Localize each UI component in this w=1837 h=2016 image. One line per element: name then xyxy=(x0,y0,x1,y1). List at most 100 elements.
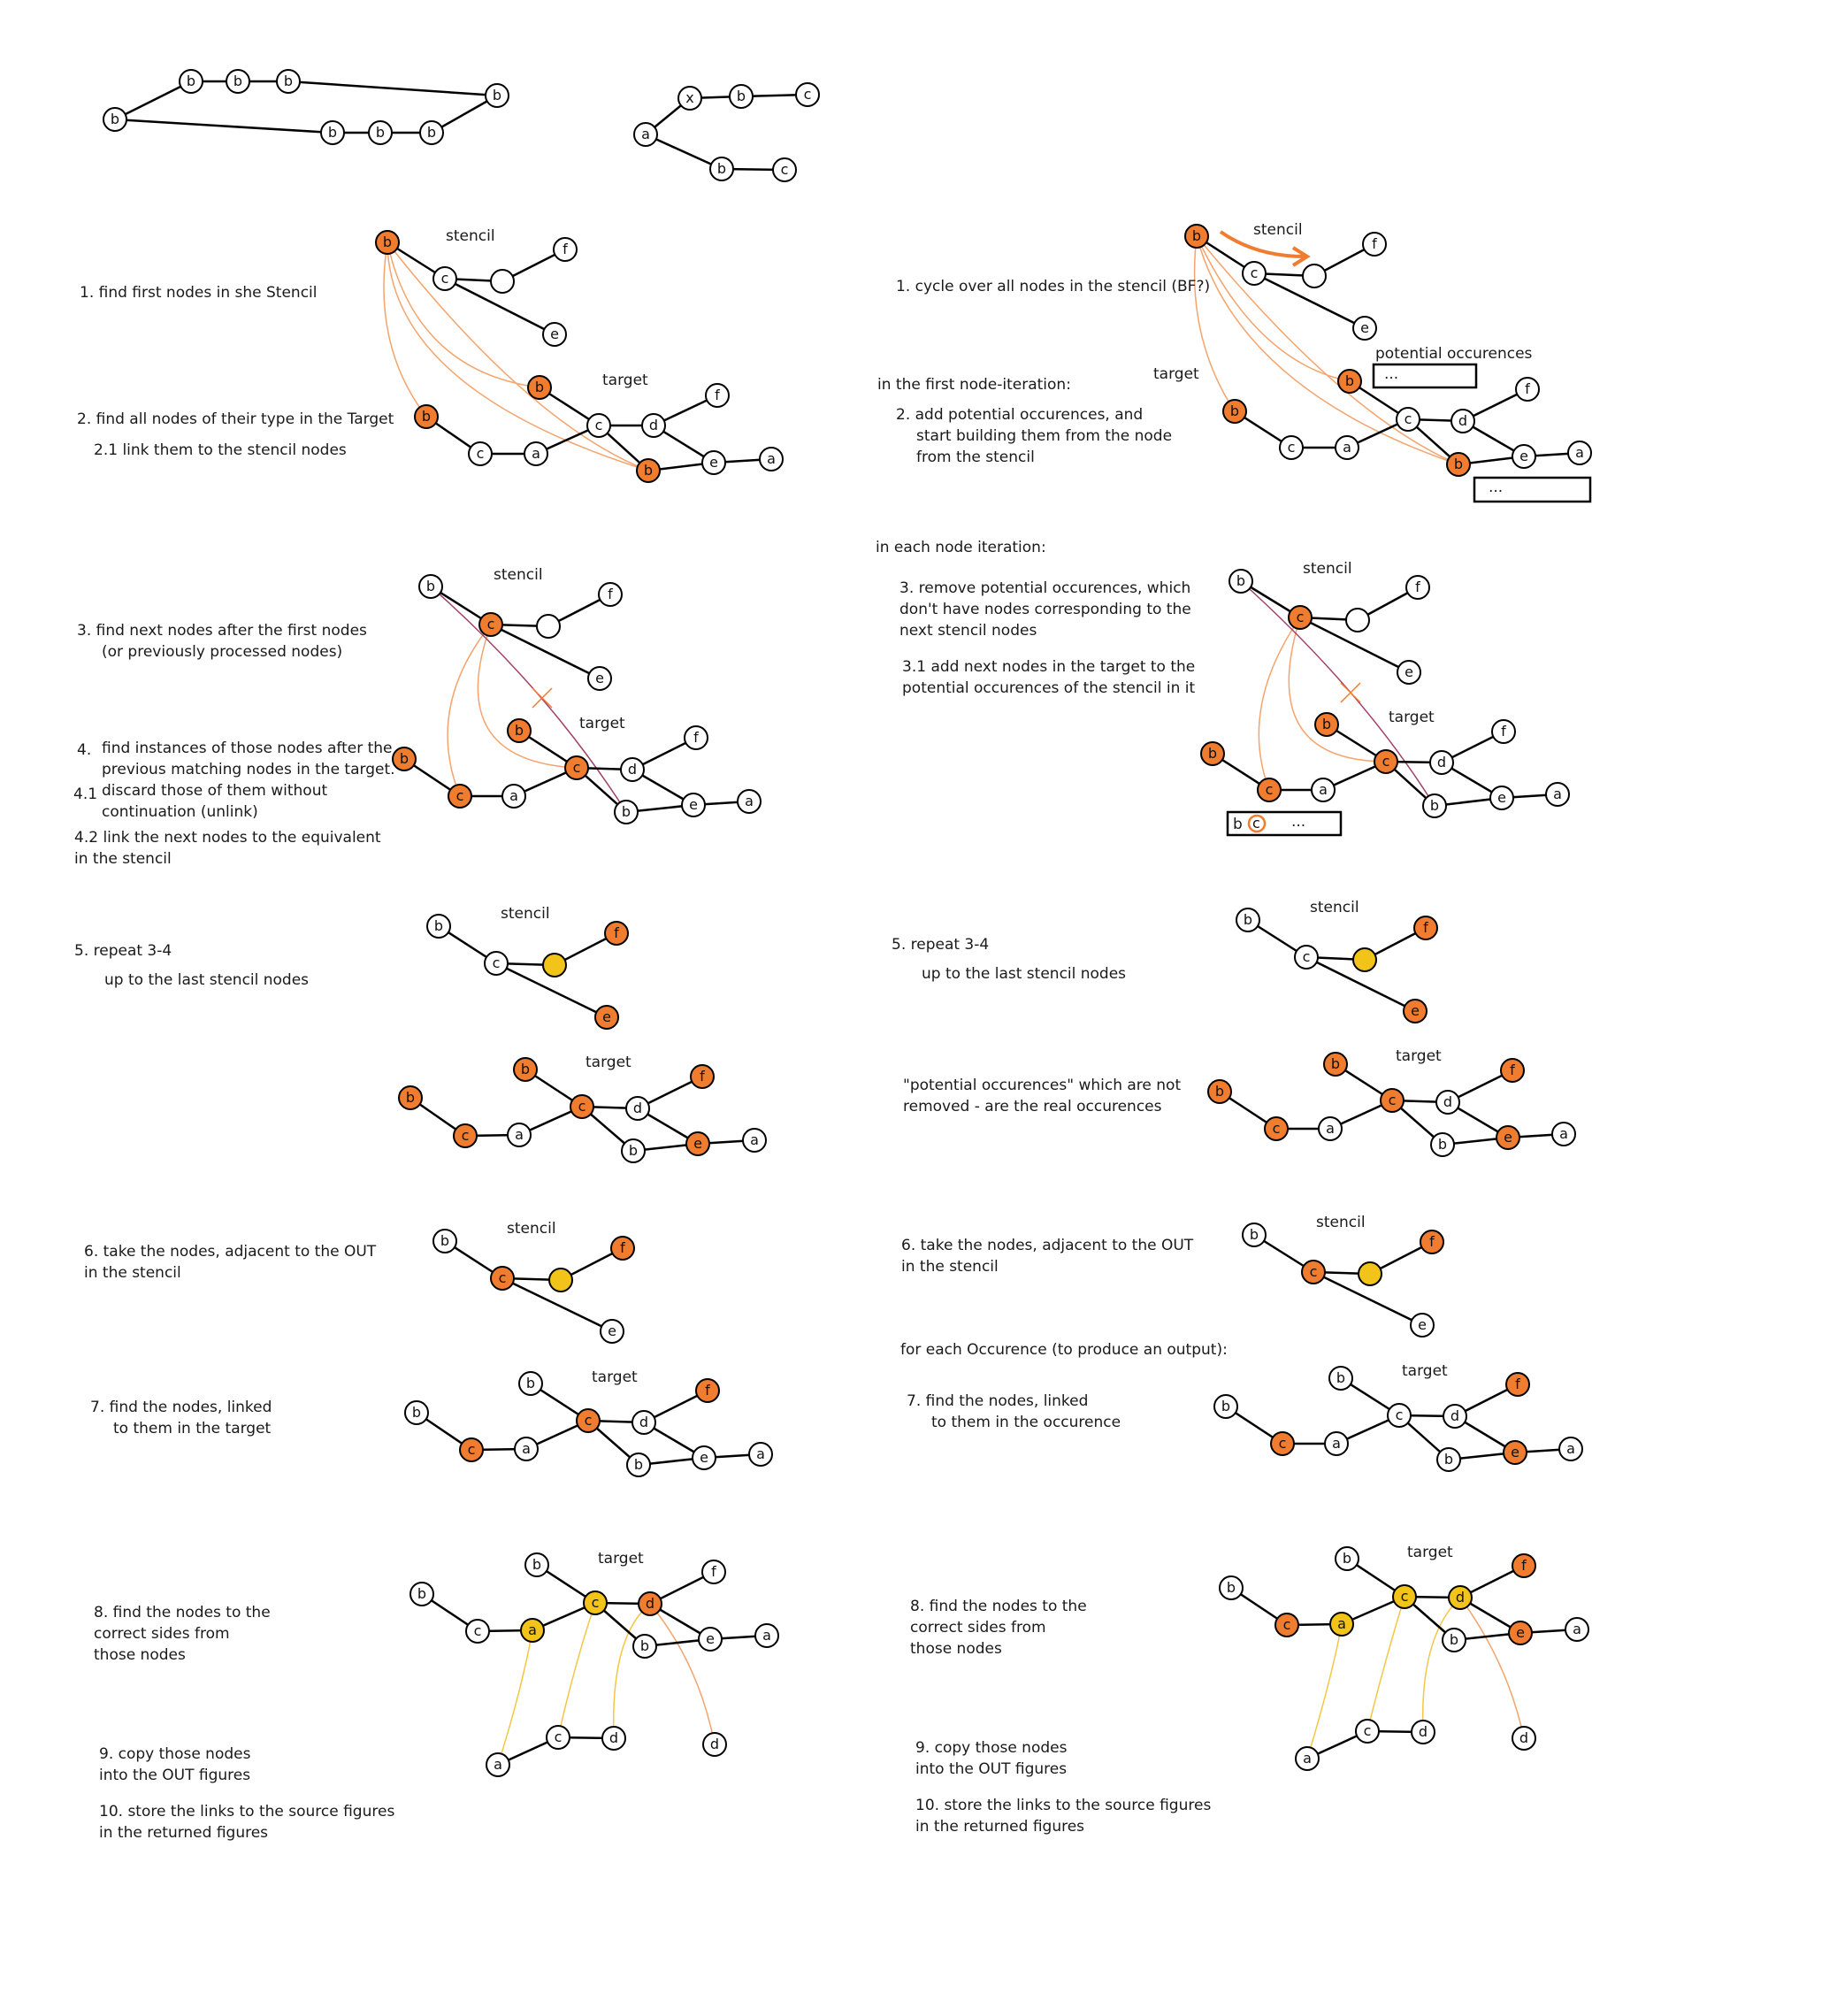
label-target: target xyxy=(1396,1047,1442,1065)
graph-node xyxy=(631,1410,656,1435)
graph-edge xyxy=(1253,272,1366,330)
graph-node-label: e xyxy=(602,1008,611,1025)
graph-node-label: b xyxy=(1244,911,1252,928)
graph-node-label: d xyxy=(710,1736,719,1752)
right-step-9: into the OUT figures xyxy=(915,1760,1067,1778)
graph-node xyxy=(418,574,443,599)
graph-node xyxy=(695,1378,720,1403)
graph-node xyxy=(375,230,400,255)
graph-node-label: b xyxy=(406,1089,415,1106)
graph-node-label: a xyxy=(509,787,518,804)
graph-node-label: d xyxy=(1419,1723,1428,1740)
graph-node-label: c xyxy=(1405,410,1412,427)
label-target: target xyxy=(592,1368,638,1386)
graph-node-label: b xyxy=(376,124,385,141)
graph-node-label: d xyxy=(1437,754,1446,770)
graph-node xyxy=(524,1552,549,1577)
graph-node xyxy=(524,441,548,466)
graph-node-label: c xyxy=(595,417,603,433)
graph-node xyxy=(1545,782,1570,807)
graph-node-label: c xyxy=(474,1622,482,1639)
left-step-9: into the OUT figures xyxy=(99,1767,250,1784)
graph-node xyxy=(103,107,127,132)
graph-node xyxy=(1355,1719,1380,1744)
graph-node xyxy=(620,757,645,782)
graph-node xyxy=(1314,712,1339,737)
graph-node-label: b xyxy=(412,1404,421,1421)
graph-node-label: b xyxy=(1227,1579,1236,1596)
graph-node xyxy=(546,1725,570,1750)
graph-node xyxy=(759,447,784,471)
graph-node-label: c xyxy=(592,1594,600,1611)
graph-edge xyxy=(1313,1270,1423,1327)
graph-node-label: b xyxy=(383,234,392,250)
graph-node xyxy=(690,1064,715,1089)
graph-node xyxy=(527,375,552,400)
graph-node-label: c xyxy=(487,616,495,632)
graph-node xyxy=(1512,1726,1536,1751)
graph-node xyxy=(501,784,526,809)
graph-node-label: e xyxy=(1519,448,1528,464)
graph-node xyxy=(1396,407,1420,432)
graph-node xyxy=(1413,916,1438,940)
graph-node-label: c xyxy=(585,1412,593,1429)
label-stencil: stencil xyxy=(1253,221,1303,239)
graph-node-label: c xyxy=(1279,1435,1287,1452)
graph-node-label: f xyxy=(693,729,699,746)
right-step-3: next stencil nodes xyxy=(899,622,1037,640)
graph-node-label: a xyxy=(494,1756,502,1773)
graph-node xyxy=(1420,1230,1444,1254)
graph-node xyxy=(432,266,457,291)
graph-node xyxy=(702,1732,727,1757)
potential-occurence-box-3-c-letter: c xyxy=(1252,815,1260,832)
graph-node xyxy=(1512,444,1536,469)
link-curve xyxy=(430,586,627,813)
graph-node xyxy=(392,747,417,771)
graph-node-label: c xyxy=(499,1269,507,1286)
graph-node-label: a xyxy=(528,1621,537,1638)
graph-node-label: c xyxy=(1297,609,1305,625)
graph-node-label: b xyxy=(737,88,746,104)
right-real-occurences: "potential occurences" which are not xyxy=(903,1077,1181,1094)
graph-node-label: c xyxy=(493,954,501,971)
graph-node-label: f xyxy=(614,924,619,941)
graph-node-label: b xyxy=(426,578,435,594)
graph-node-label: f xyxy=(1501,723,1506,740)
graph-node xyxy=(468,441,493,466)
graph-node xyxy=(576,1408,601,1433)
right-step-2: 2. add potential occurences, and xyxy=(896,406,1143,424)
graph-node-label: f xyxy=(1415,579,1420,595)
graph-node-label: b xyxy=(1192,227,1201,244)
left-step-8: those nodes xyxy=(94,1646,186,1664)
graph-node xyxy=(610,1236,635,1261)
graph-node xyxy=(705,383,730,408)
graph-node xyxy=(1422,793,1447,818)
graph-node xyxy=(1335,435,1359,460)
graph-node-label: a xyxy=(1575,444,1584,461)
graph-node xyxy=(179,69,203,94)
left-step-2-1: 2.1 link them to the stencil nodes xyxy=(94,441,347,459)
right-each-iteration: in each node iteration: xyxy=(876,539,1046,556)
graph-node xyxy=(320,120,345,145)
graph-node xyxy=(1512,1553,1536,1578)
graph-node-label: f xyxy=(563,241,568,257)
left-step-4-1-number: 4.1 xyxy=(73,786,97,803)
right-step-1: 1. cycle over all nodes in the stencil (… xyxy=(896,278,1210,295)
left-step-2: 2. find all nodes of their type in the T… xyxy=(77,410,394,428)
graph-node xyxy=(485,83,509,108)
graph-node-label: d xyxy=(1458,412,1467,429)
graph-node xyxy=(507,1123,532,1147)
graph-node xyxy=(748,1442,773,1467)
graph-node-label: a xyxy=(1303,1750,1312,1767)
graph-node xyxy=(601,1726,626,1751)
left-step-10: in the returned figures xyxy=(99,1824,268,1842)
left-step-5: 5. repeat 3-4 xyxy=(74,942,172,960)
graph-node xyxy=(1352,947,1377,972)
